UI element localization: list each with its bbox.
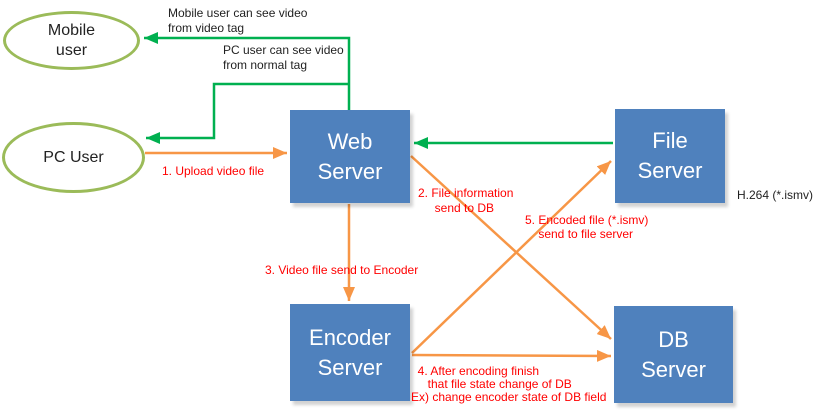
label-step1-upload: 1. Upload video file: [162, 164, 265, 178]
label-step5-encoded-file: 5. Encoded file (*.ismv) send to file se…: [525, 213, 649, 241]
pc-user-label: PC User: [43, 148, 104, 166]
node-mobile-user: Mobile user: [3, 11, 140, 70]
note-pc-normal-tag: PC user can see video from normal tag: [223, 43, 344, 72]
node-encoder-server: Encoder Server: [290, 304, 410, 401]
node-web-server: Web Server: [290, 110, 410, 203]
file-server-label: File Server: [637, 128, 703, 183]
note-mobile-video-tag: Mobile user can see video from video tag: [168, 6, 308, 35]
node-file-server: File Server: [615, 109, 725, 203]
encoder-server-label: Encoder Server: [309, 324, 391, 380]
note-h264-format: H.264 (*.ismv): [737, 188, 814, 202]
db-server-label: DB Server: [641, 326, 706, 382]
arrow-encoded-file-to-fileserver: [411, 160, 612, 354]
web-server-label: Web Server: [317, 128, 383, 184]
label-step3-send-encoder: 3. Video file send to Encoder: [265, 263, 419, 277]
arrow-encoding-finish-to-db: [411, 349, 612, 362]
label-step2-file-info: 2. File information send to DB: [418, 186, 514, 215]
label-step4-encoding-finish: 4. After encoding finish that file state…: [411, 364, 607, 404]
arrow-pc-sees-video: [146, 82, 349, 144]
node-db-server: DB Server: [614, 306, 733, 403]
arrow-file-info-to-db: [410, 155, 612, 340]
node-pc-user: PC User: [2, 122, 145, 193]
arrow-mobile-sees-video: [144, 32, 351, 110]
mobile-user-label: Mobile user: [47, 22, 96, 59]
